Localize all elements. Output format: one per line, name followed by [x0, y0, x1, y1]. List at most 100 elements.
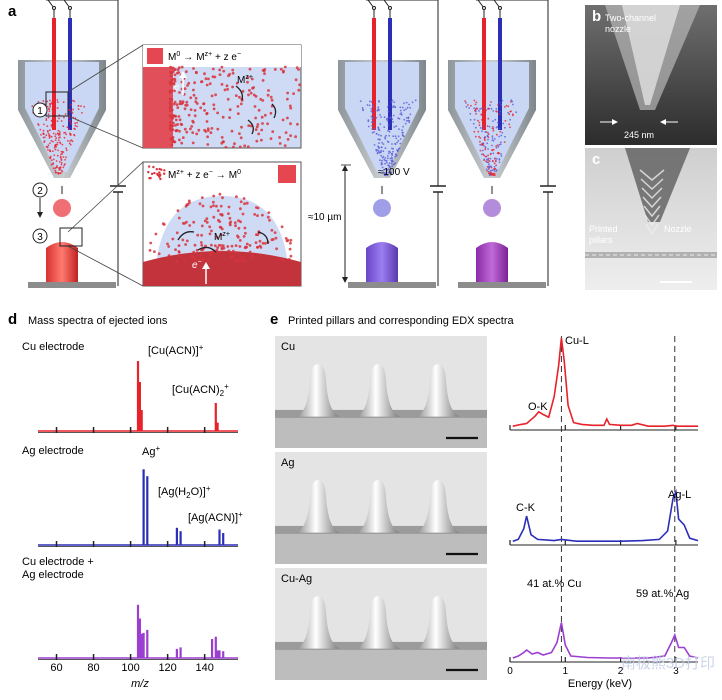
ion-dot — [166, 242, 169, 246]
ion-dot — [212, 107, 216, 111]
ion-dot — [157, 252, 161, 256]
ion-dot — [484, 148, 487, 151]
ion-dot — [176, 123, 180, 126]
ion-dot — [270, 228, 274, 232]
ion-dot — [487, 159, 490, 162]
ion-dot — [69, 140, 72, 142]
ion-dot — [55, 133, 57, 136]
ion-dot — [380, 161, 383, 164]
ion-dot — [487, 136, 490, 139]
ion-dot — [379, 114, 381, 116]
ion-dot — [497, 104, 499, 106]
ion-dot — [190, 254, 193, 258]
ion-dot — [495, 170, 498, 173]
ion-dot — [161, 222, 165, 226]
edx-annotation: O-K — [528, 401, 548, 413]
ion-dot — [474, 126, 477, 129]
ion-dot — [488, 107, 490, 110]
ion-dot — [227, 205, 231, 209]
ion-dots-top — [168, 65, 301, 148]
ion-dot — [405, 120, 408, 122]
ion-dot — [226, 245, 230, 248]
ion-dot — [371, 121, 373, 124]
ion-dot — [387, 116, 390, 119]
ion-dot — [468, 107, 470, 109]
ion-dot — [220, 213, 224, 217]
ion-dot — [227, 212, 230, 216]
ion-dot — [183, 127, 187, 131]
ion-dot — [49, 99, 51, 102]
ion-dot — [60, 120, 63, 122]
ion-dot — [388, 130, 391, 133]
droplet — [53, 199, 71, 217]
ion-dot — [80, 105, 82, 107]
nozzle-electrolyte — [25, 62, 99, 172]
ion-dot — [294, 78, 298, 82]
peak-annotation: [Cu(ACN)]+ — [148, 343, 204, 357]
ion-dot — [49, 150, 52, 153]
ion-dot — [389, 168, 392, 170]
nozzle-electrolyte — [455, 62, 529, 172]
ion-dot — [65, 149, 68, 152]
ion-dot — [484, 139, 486, 142]
switch-node — [372, 6, 376, 10]
ion-dot — [198, 202, 202, 206]
peak-annotation: [Ag(H2O)]+ — [158, 484, 211, 500]
x-tick-label: 60 — [50, 662, 62, 674]
ion-dot — [177, 250, 181, 253]
cu-electrode — [372, 18, 376, 130]
ion-dot — [43, 140, 46, 143]
ion-dot — [188, 224, 192, 227]
edx-annotation: 41 at.% Cu — [527, 578, 581, 590]
ion-dot — [234, 224, 237, 228]
ion-dot — [380, 146, 383, 149]
ion-dot — [477, 130, 480, 133]
ion-dot — [487, 154, 489, 157]
ion-dot — [473, 130, 476, 133]
ion-dot — [383, 168, 385, 171]
ion-dot — [43, 136, 46, 139]
ion-dot — [388, 162, 391, 165]
ion-dot — [218, 73, 222, 76]
ion-dot — [267, 89, 270, 92]
ion-dot — [362, 108, 364, 111]
ion-dot — [55, 171, 58, 174]
ion-dot — [163, 172, 166, 175]
ion-dot — [55, 160, 58, 162]
ion-dot — [259, 97, 263, 101]
ion-dot — [194, 96, 198, 100]
ion-dot — [377, 134, 380, 136]
ion-dot — [499, 110, 502, 113]
ion-dot — [241, 89, 245, 93]
ion-dot — [385, 159, 388, 162]
ion-dot — [493, 170, 496, 172]
ion-dot — [377, 138, 380, 141]
ion-dot — [266, 215, 270, 219]
ion-dot — [226, 87, 230, 91]
ion-dot — [193, 114, 197, 118]
spectrum-peak — [218, 650, 221, 658]
ion-dot — [216, 209, 220, 213]
ion-dot — [487, 170, 490, 173]
ion-dot — [296, 122, 299, 126]
ion-dot — [152, 165, 155, 169]
ion-dot — [371, 118, 374, 120]
ion-dot — [199, 106, 203, 110]
ion-dot — [172, 81, 175, 85]
ion-dot — [187, 113, 191, 117]
ion-dot — [383, 126, 386, 128]
ion-dot — [397, 135, 400, 138]
ion-dot — [390, 101, 393, 104]
ion-dot — [172, 102, 176, 106]
ion-dot — [478, 124, 481, 127]
x-tick-label: 100 — [121, 662, 139, 674]
ion-dot — [179, 122, 183, 126]
ion-dot — [200, 233, 204, 237]
ion-dot — [392, 105, 395, 107]
ion-dot — [148, 249, 152, 252]
ion-dot — [379, 123, 382, 125]
ion-dot — [289, 134, 292, 138]
ion-dot — [394, 142, 396, 145]
ion-dot — [497, 152, 499, 154]
ion-dot — [170, 98, 174, 102]
